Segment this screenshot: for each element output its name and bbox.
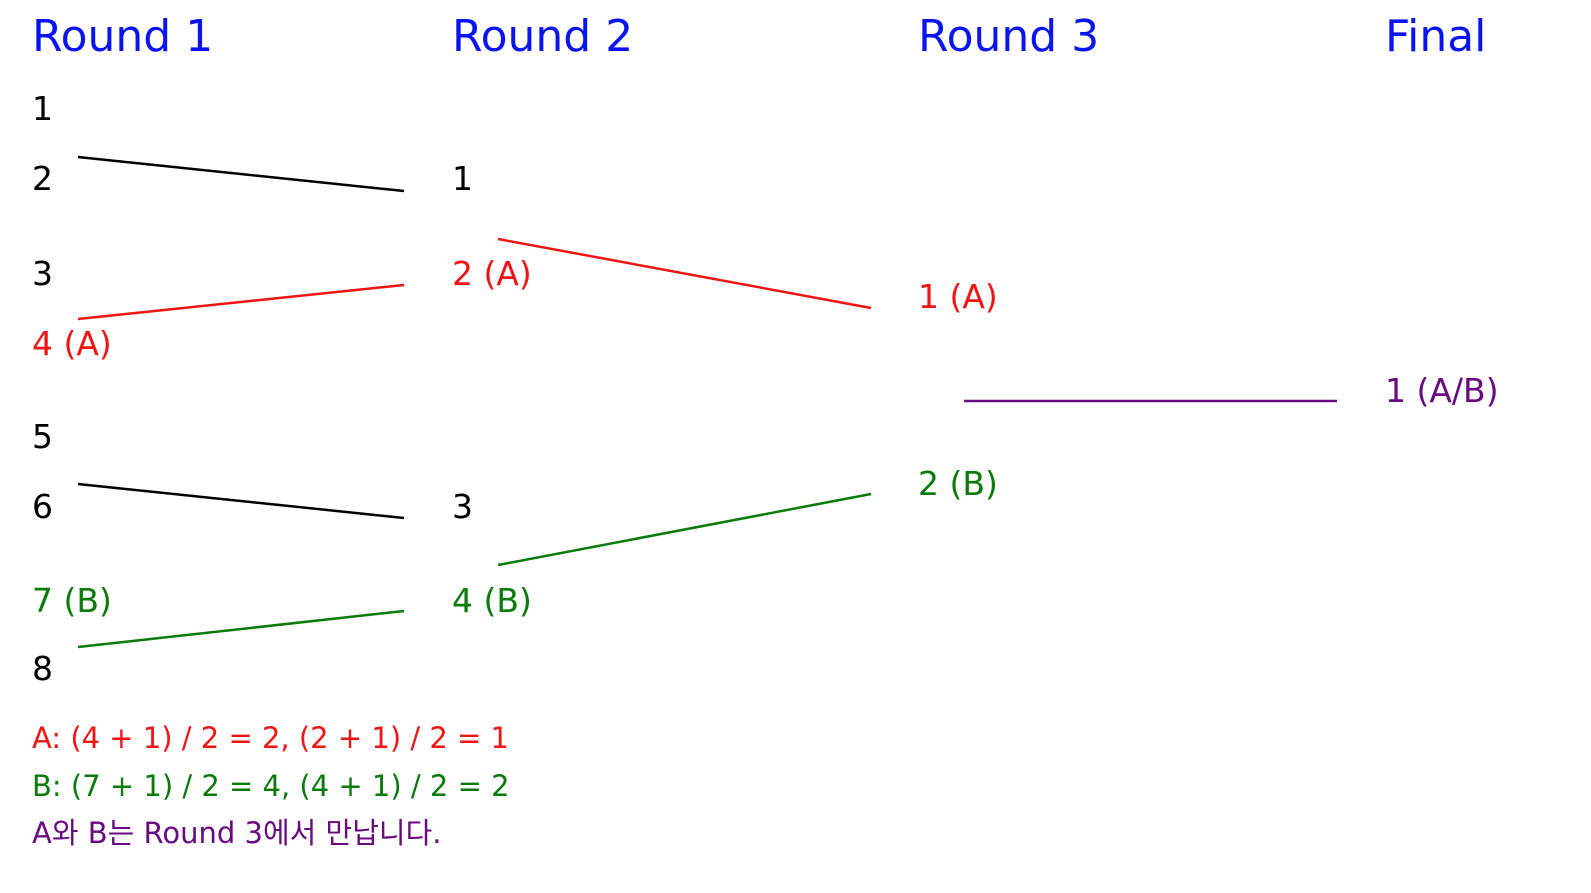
round1-seed-2: 2	[32, 159, 53, 198]
link-r1-4-to-r2-2	[77, 283, 405, 321]
header-round-3: Round 3	[918, 11, 1100, 62]
link-r1-7-to-r2-4	[77, 609, 405, 649]
round3-slot-1: 1 (A)	[918, 277, 998, 316]
round1-seed-7: 7 (B)	[32, 581, 112, 620]
round1-seed-4: 4 (A)	[32, 324, 112, 363]
header-final: Final	[1385, 11, 1487, 62]
round2-slot-4: 4 (B)	[452, 581, 532, 620]
round1-seed-3: 3	[32, 254, 53, 293]
round2-slot-3: 3	[452, 487, 473, 526]
round2-slot-2: 2 (A)	[452, 254, 532, 293]
link-r2-4-to-r3-2	[497, 492, 872, 567]
round3-slot-2: 2 (B)	[918, 464, 998, 503]
round1-seed-1: 1	[32, 89, 53, 128]
header-round-2: Round 2	[452, 11, 634, 62]
note-meeting-summary: A와 B는 Round 3에서 만납니다.	[32, 816, 442, 850]
header-round-1: Round 1	[32, 11, 214, 62]
round1-seed-8: 8	[32, 649, 53, 688]
note-a-calculation: A: (4 + 1) / 2 = 2, (2 + 1) / 2 = 1	[32, 721, 509, 755]
round1-seed-5: 5	[32, 417, 53, 456]
note-b-calculation: B: (7 + 1) / 2 = 4, (4 + 1) / 2 = 2	[32, 769, 510, 803]
round1-seed-6: 6	[32, 487, 53, 526]
final-slot-1: 1 (A/B)	[1385, 371, 1499, 410]
link-r2-2-to-r3-1	[497, 237, 872, 310]
round2-slot-1: 1	[452, 159, 473, 198]
link-r1-2-to-r2-1	[77, 155, 405, 193]
link-r1-6-to-r2-3	[77, 482, 405, 520]
